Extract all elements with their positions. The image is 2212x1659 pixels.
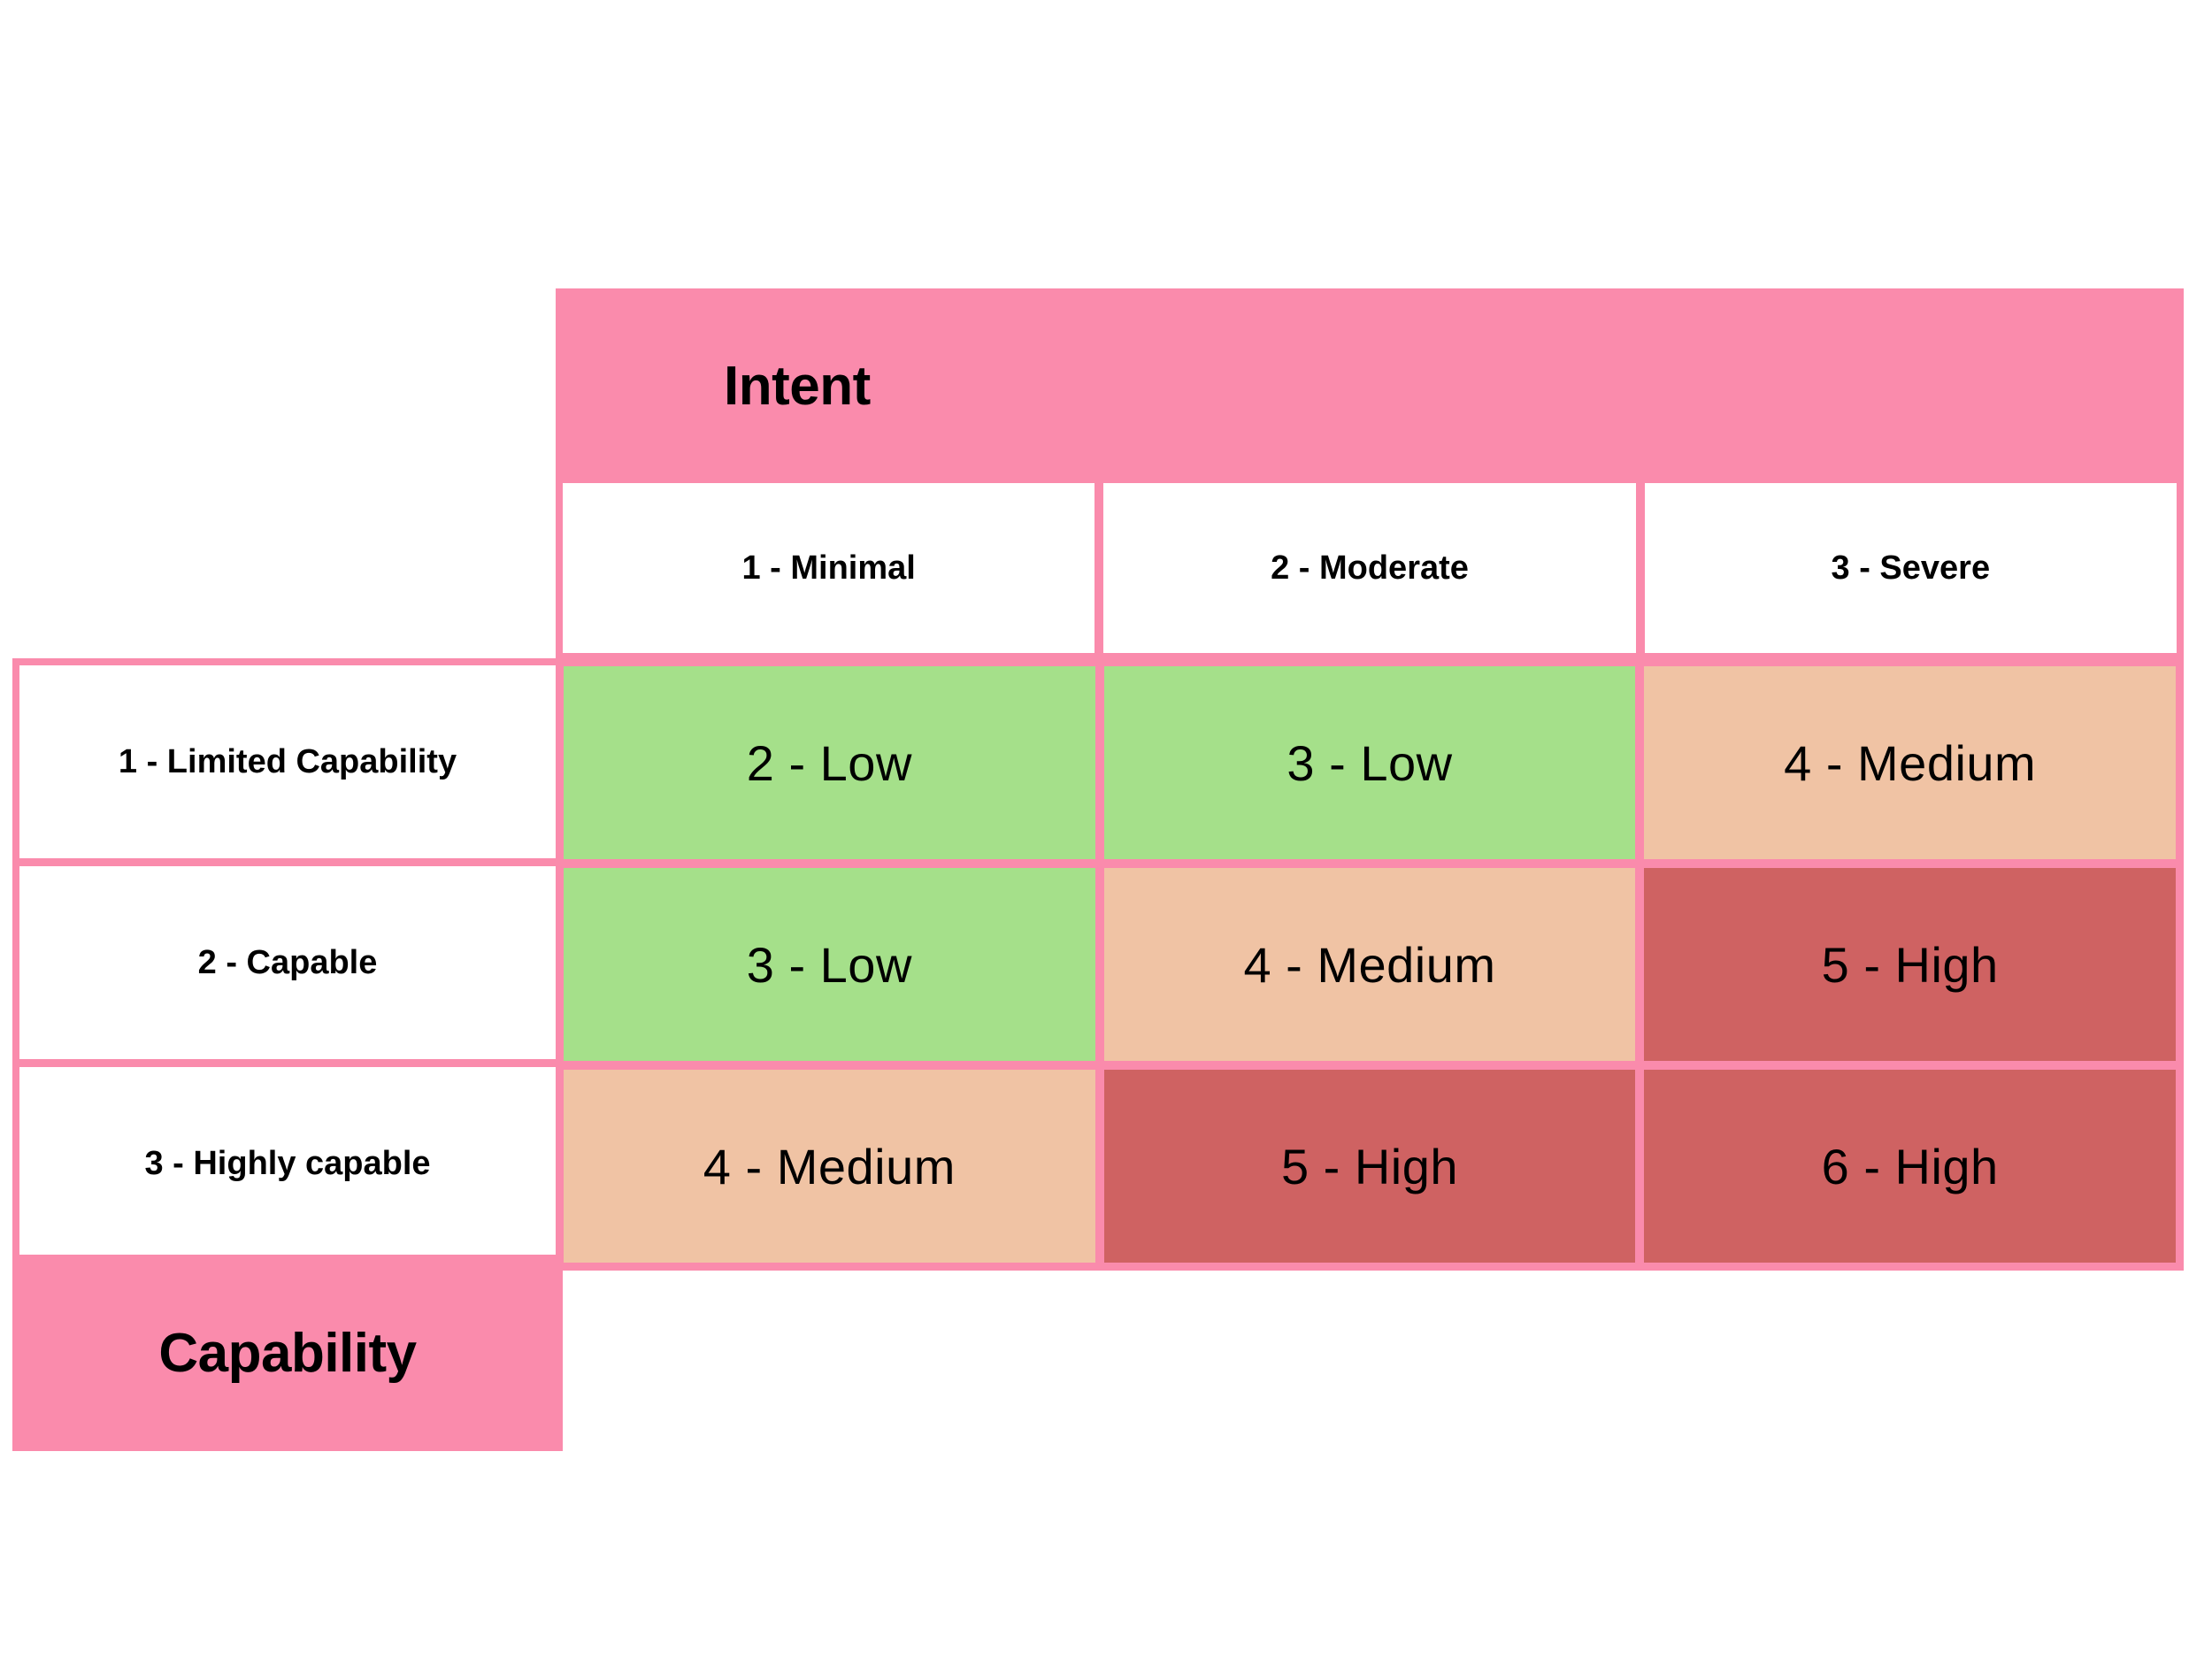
column-header-label: 3 - Severe (1831, 549, 1991, 587)
row-header-highly-capable[interactable]: 3 - Highly capable (19, 1067, 556, 1260)
matrix-body: 2 - Low 3 - Low 4 - Medium 3 - Low 4 - M… (556, 658, 2184, 1271)
column-header-severe[interactable]: 3 - Severe (1644, 483, 2177, 653)
column-header-row: 1 - Minimal 2 - Moderate 3 - Severe (556, 483, 2184, 660)
matrix-cell-label: 5 - High (1821, 936, 1999, 993)
column-header-minimal[interactable]: 1 - Minimal (563, 483, 1095, 653)
matrix-cell-r1c3[interactable]: 4 - Medium (1644, 666, 2176, 859)
matrix-cell-label: 4 - Medium (703, 1138, 956, 1194)
matrix-cell-label: 3 - Low (1286, 734, 1453, 791)
column-header-label: 2 - Moderate (1271, 549, 1469, 587)
row-header-capable[interactable]: 2 - Capable (19, 866, 556, 1059)
column-header-label: 1 - Minimal (741, 549, 916, 587)
matrix-cell-r3c1[interactable]: 4 - Medium (564, 1070, 1095, 1263)
matrix-cell-label: 6 - High (1821, 1138, 1999, 1194)
row-header-label: 1 - Limited Capability (118, 742, 457, 780)
matrix-cell-label: 2 - Low (746, 734, 912, 791)
matrix-cell-r1c2[interactable]: 3 - Low (1103, 666, 1636, 859)
capability-axis-banner: Capability (12, 1255, 563, 1451)
matrix-cell-r1c1[interactable]: 2 - Low (564, 666, 1095, 859)
matrix-cell-r3c2[interactable]: 5 - High (1103, 1070, 1636, 1263)
matrix-cell-r2c2[interactable]: 4 - Medium (1103, 868, 1636, 1061)
row-header-label: 2 - Capable (197, 943, 378, 981)
matrix-cell-label: 3 - Low (746, 936, 912, 993)
row-header-label: 3 - Highly capable (144, 1144, 431, 1182)
row-header-limited-capability[interactable]: 1 - Limited Capability (19, 665, 556, 858)
capability-axis-title: Capability (158, 1322, 417, 1384)
intent-axis-banner: Intent (556, 288, 2184, 483)
matrix-cell-r3c3[interactable]: 6 - High (1644, 1070, 2176, 1263)
matrix-cell-r2c3[interactable]: 5 - High (1644, 868, 2176, 1061)
column-header-moderate[interactable]: 2 - Moderate (1103, 483, 1636, 653)
row-header-column: 1 - Limited Capability 2 - Capable 3 - H… (12, 658, 563, 1267)
matrix-cell-label: 4 - Medium (1243, 936, 1496, 993)
matrix-cell-label: 4 - Medium (1784, 734, 2037, 791)
intent-axis-title: Intent (724, 355, 871, 417)
matrix-cell-r2c1[interactable]: 3 - Low (564, 868, 1095, 1061)
matrix-cell-label: 5 - High (1280, 1138, 1459, 1194)
